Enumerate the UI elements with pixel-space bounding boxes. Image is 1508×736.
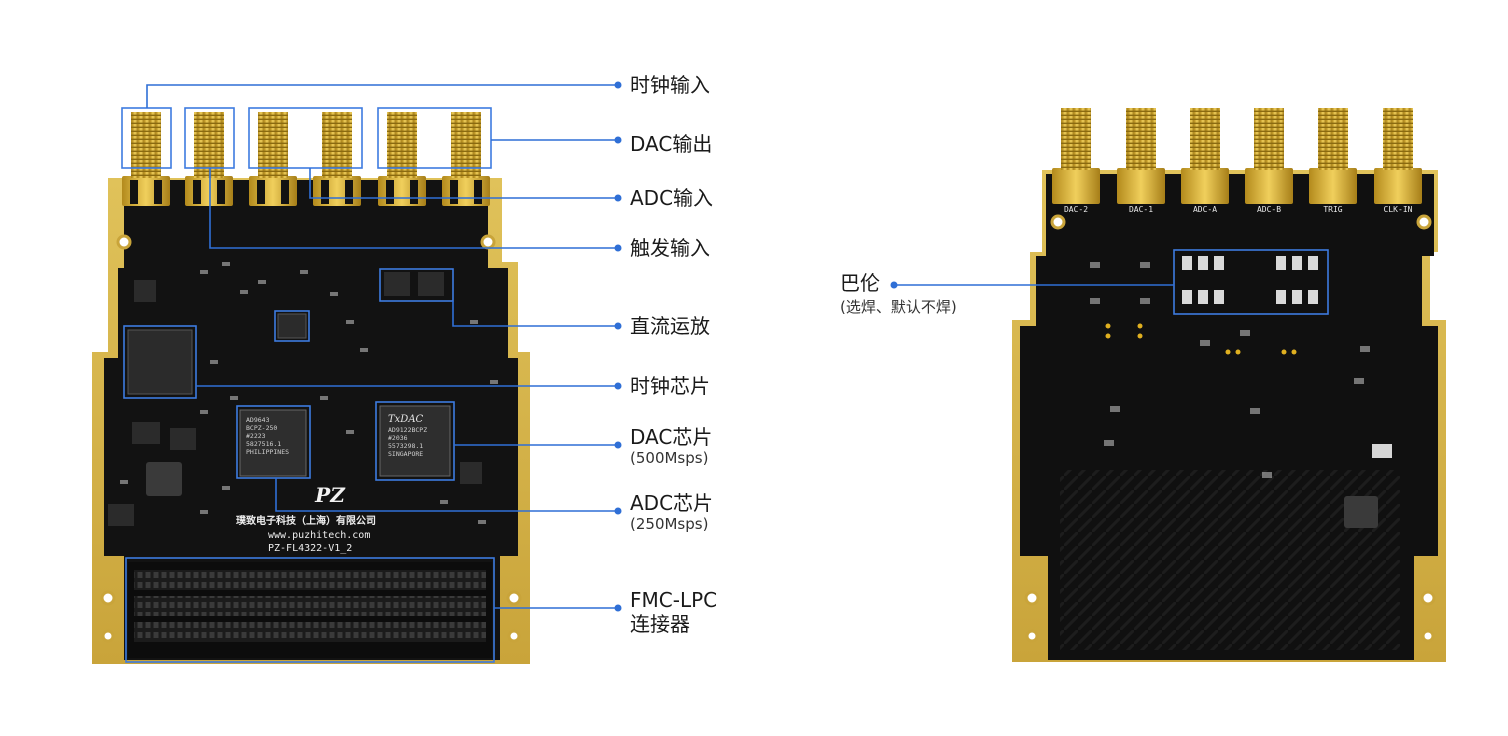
front-model: PZ-FL4322-V1_2 (268, 543, 353, 554)
callout-dac-chip-rate: (500Msps) (630, 449, 709, 467)
back-label-dac-1: DAC-1 (1128, 205, 1154, 214)
callout-dac-chip: DAC芯片 (630, 425, 713, 449)
ad9643-line-3: #2223 (246, 432, 266, 440)
front-website: www.puzhitech.com (268, 530, 371, 541)
callout-clock-input: 时钟输入 (630, 73, 710, 97)
front-logo: PZ (315, 483, 345, 507)
balun-highlight-box (1173, 249, 1329, 315)
front-callout-dots (614, 81, 622, 612)
back-label-adc-b: ADC-B (1256, 205, 1282, 214)
dac-line-3: 5573298.1 (388, 442, 424, 450)
callout-dc-opamp: 直流运放 (630, 314, 710, 338)
dac-brand-logo: TxDAC (388, 414, 424, 425)
ad9643-line-4: 5827516.1 (246, 440, 282, 448)
back-label-adc-a: ADC-A (1192, 205, 1218, 214)
front-callout-lines (146, 84, 618, 609)
callout-fmc-connector: 连接器 (630, 612, 690, 636)
ad9643-line-5: PHILIPPINES (246, 448, 290, 456)
back-label-clk-in: CLK-IN (1383, 205, 1413, 214)
callout-adc-chip-rate: (250Msps) (630, 515, 709, 533)
ad9643-chip-marking: AD9643 BCPZ-250 #2223 5827516.1 PHILIPPI… (246, 416, 304, 456)
balun-callout-dot (890, 281, 898, 289)
ad9643-line-1: AD9643 (246, 416, 270, 424)
back-pcb (1012, 108, 1446, 662)
ad9643-line-2: BCPZ-250 (246, 424, 278, 432)
dac-chip-marking: TxDAC AD9122BCPZ #2036 5573298.1 SINGAPO… (388, 414, 448, 458)
dac-line-1: AD9122BCPZ (388, 426, 428, 434)
dac-line-2: #2036 (388, 434, 408, 442)
callout-dac-output: DAC输出 (630, 132, 713, 156)
callout-adc-input: ADC输入 (630, 186, 714, 210)
callout-trigger-input: 触发输入 (630, 236, 710, 260)
back-label-trig: TRIG (1323, 205, 1343, 214)
dac-line-4: SINGAPORE (388, 450, 424, 458)
back-label-dac-2: DAC-2 (1063, 205, 1089, 214)
callout-balun-note: (选焊、默认不焊) (840, 298, 957, 316)
callout-clock-chip: 时钟芯片 (630, 374, 710, 398)
callout-adc-chip: ADC芯片 (630, 491, 714, 515)
front-company-name: 璞致电子科技（上海）有限公司 (236, 516, 376, 527)
callout-fmc-lpc: FMC-LPC (630, 588, 718, 612)
callout-balun: 巴伦 (840, 271, 880, 295)
front-pcb (92, 112, 530, 664)
